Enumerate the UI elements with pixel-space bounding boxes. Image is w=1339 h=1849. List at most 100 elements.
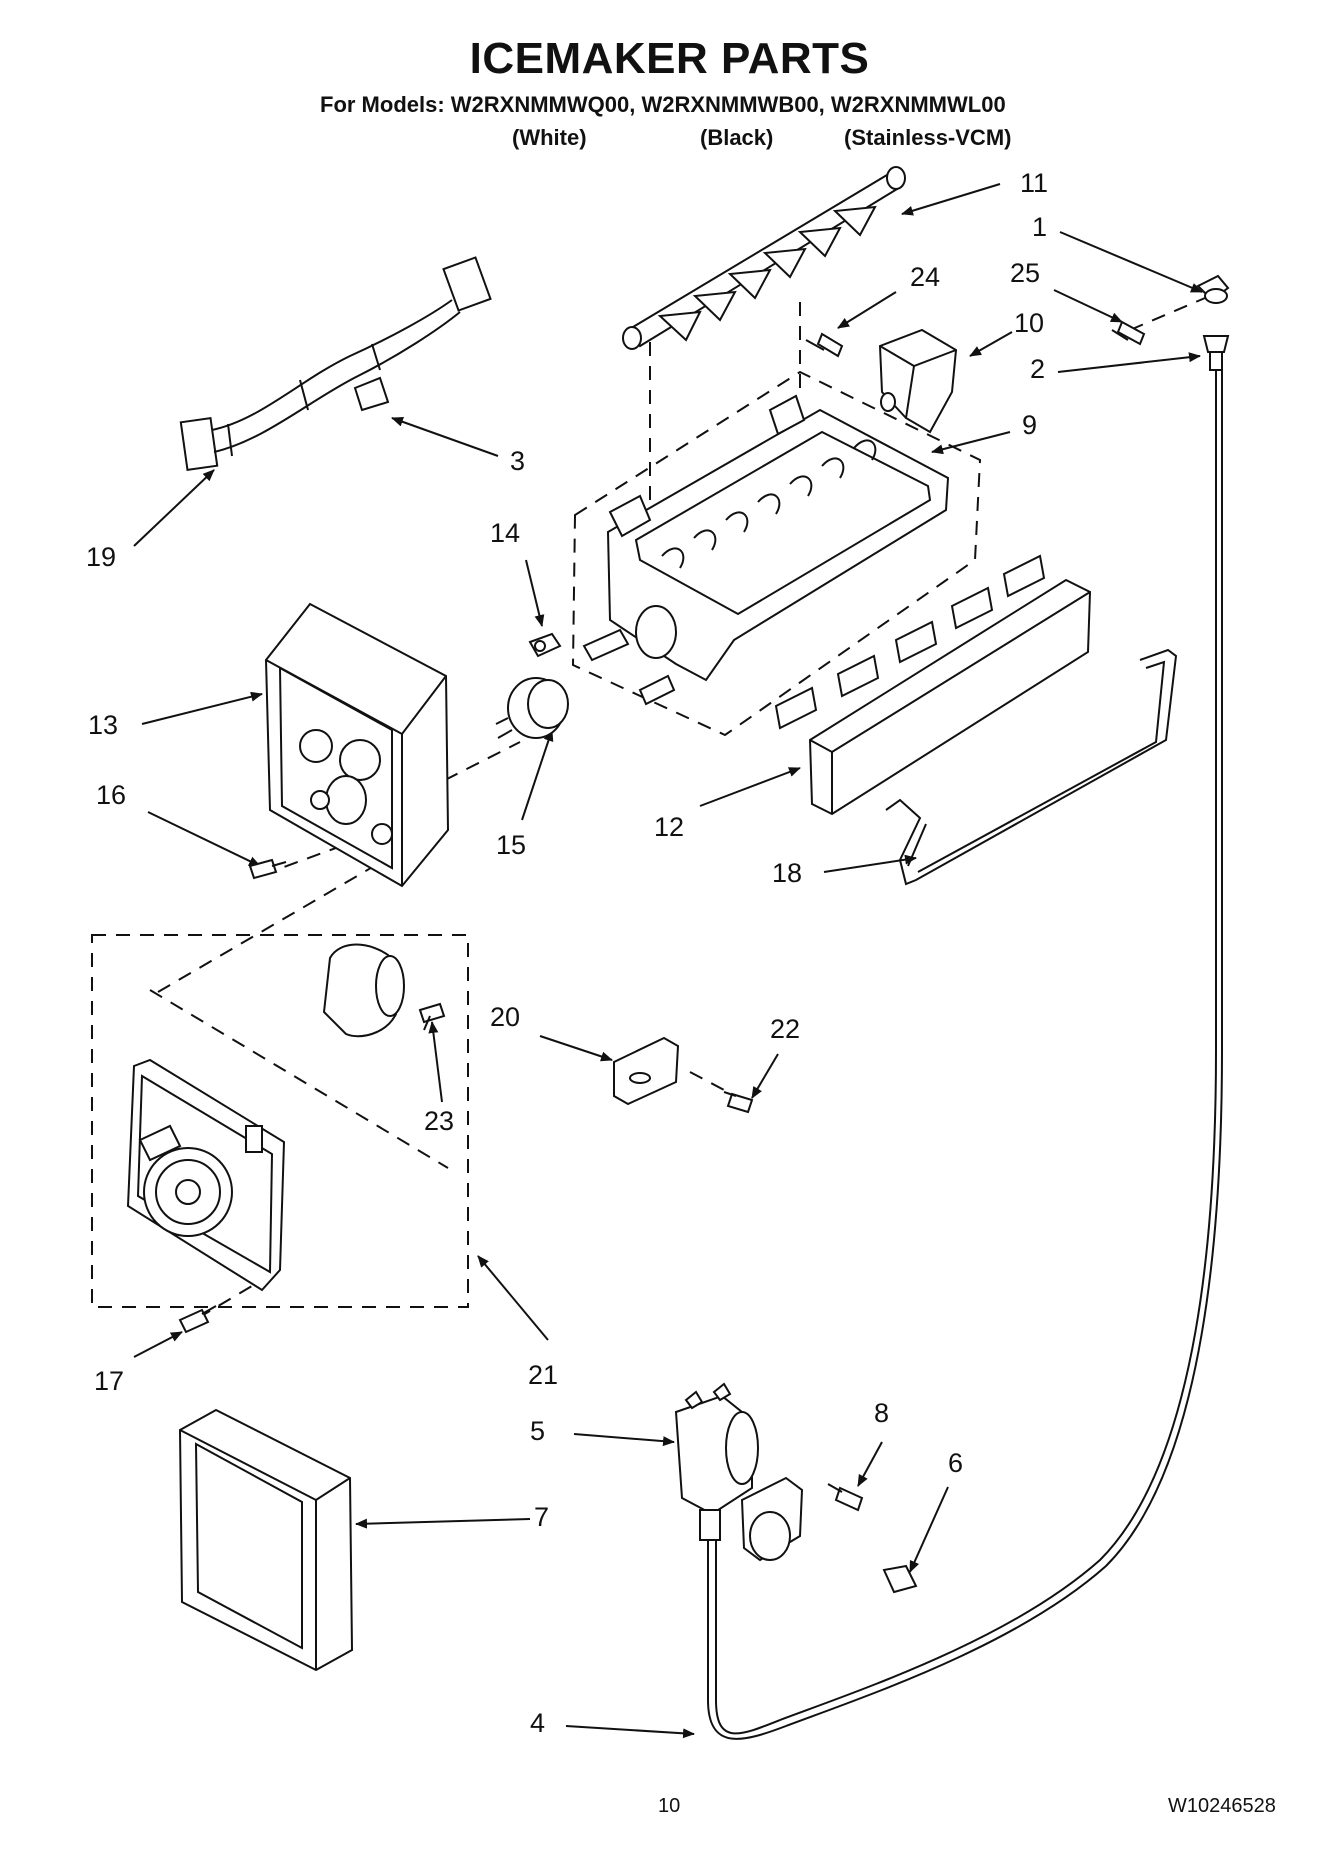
screw-24-head (816, 332, 844, 358)
harness-wire-a (211, 299, 453, 431)
water-tube-4 (707, 370, 1223, 1740)
thermostat-15 (495, 677, 569, 739)
arrow-14 (525, 559, 545, 627)
screw-22 (723, 1091, 754, 1114)
arrow-15 (521, 729, 554, 821)
harness-plug-right (442, 256, 492, 312)
mold-pin-upper (582, 628, 630, 662)
arrow-12 (699, 767, 801, 807)
screw-23-shank (423, 1015, 431, 1031)
module-post (245, 1125, 263, 1153)
module-motor-link (138, 1124, 182, 1162)
thermostat-face (527, 679, 569, 729)
clip-hole (534, 640, 546, 652)
bracket-20 (613, 1036, 680, 1106)
page-number: 10 (658, 1795, 681, 1817)
mold-pin-lower (638, 674, 676, 706)
screw-16-shank (271, 861, 287, 867)
water-tube-outer (715, 370, 1217, 1735)
cover-edges (179, 1429, 351, 1670)
shutoff-arm-wire (885, 648, 1178, 886)
callout-16: 16 (96, 780, 127, 810)
ice-mold-9 (582, 394, 950, 706)
arrow-4 (565, 1725, 695, 1739)
screw-8-head (834, 1486, 864, 1512)
assembly-dashed-lines (91, 297, 1206, 1319)
control-housing-13 (264, 602, 450, 888)
callout-9: 9 (1022, 410, 1038, 440)
callout-20: 20 (490, 1002, 521, 1032)
screw-22-head (726, 1092, 754, 1114)
callout-19: 19 (86, 542, 117, 572)
module-gear-hub (175, 1179, 201, 1205)
module-21-dashed-box (91, 934, 469, 1308)
callout-25: 25 (1010, 258, 1041, 288)
mold-cavity-ribs (661, 439, 877, 569)
mold-mount-ear-left (608, 494, 652, 538)
screw-8 (827, 1483, 864, 1512)
arrow-11 (901, 183, 1001, 216)
arrow-13 (141, 691, 263, 725)
fill-cup-10 (878, 328, 958, 434)
module-to-housing-dash-line (157, 857, 389, 993)
screw-17-shank (201, 1305, 217, 1315)
callout-13: 13 (88, 710, 119, 740)
module-plate-inner (136, 1074, 274, 1274)
screw-16-head (248, 858, 278, 880)
cover-7 (178, 1408, 354, 1672)
housing-gear-a (299, 729, 333, 763)
ejector-end-right (886, 166, 906, 190)
arrow-16 (147, 811, 261, 867)
thermostat-lead-b (497, 729, 513, 739)
stripper-12 (774, 554, 1092, 816)
harness-clip (353, 376, 390, 412)
leader-arrows (133, 183, 1203, 1739)
water-valve-5 (674, 1382, 804, 1562)
screw-25-dash-line (1129, 297, 1206, 331)
shutoff-arm-wire-inner (907, 660, 1166, 873)
thermostat-dash-line (444, 741, 521, 781)
harness-plug-left (179, 417, 219, 471)
callout-11: 11 (1020, 168, 1049, 198)
arrow-5 (573, 1433, 675, 1447)
callout-5: 5 (530, 1416, 546, 1446)
ejector-blade-11 (622, 166, 906, 350)
variant-black-label: (Black) (700, 125, 774, 150)
arrow-2 (1057, 352, 1201, 373)
arrow-21 (477, 1255, 549, 1341)
screw-24 (805, 332, 844, 358)
motor-23-group (322, 943, 446, 1038)
document-number: W10246528 (1168, 1795, 1276, 1817)
stripper-fingers (774, 554, 1046, 730)
housing-screw-boss (371, 823, 393, 845)
arrow-3 (391, 417, 499, 457)
arrow-24 (837, 291, 897, 329)
screw-17-head (178, 1308, 210, 1334)
fill-fitting-1 (1196, 274, 1230, 304)
callout-23: 23 (424, 1106, 455, 1136)
fill-cup-tab (880, 392, 896, 412)
screw-23-head (418, 1002, 446, 1024)
ejector-blades (657, 205, 877, 342)
housing-switch (310, 790, 330, 810)
stripper-body (808, 578, 1092, 816)
mold-cavity-rim (634, 430, 932, 616)
callout-14: 14 (490, 518, 521, 548)
screw-17-dash-line (197, 1279, 263, 1319)
motor-face (375, 955, 405, 1017)
mold-drive-hub (635, 605, 677, 659)
tube-clip-body (882, 1564, 918, 1594)
arrow-10 (969, 331, 1013, 357)
tube-clip-6 (882, 1564, 918, 1594)
arrow-1 (1059, 231, 1203, 293)
arrow-7 (355, 1518, 531, 1529)
bracket-slot (629, 1072, 651, 1084)
valve-inlet (699, 1509, 721, 1541)
fill-cup-edges (879, 345, 957, 419)
callout-12: 12 (654, 812, 685, 842)
callout-10: 10 (1014, 308, 1045, 338)
stripper-edges (809, 591, 1091, 814)
arrow-23 (428, 1021, 443, 1103)
callout-15: 15 (496, 830, 527, 860)
